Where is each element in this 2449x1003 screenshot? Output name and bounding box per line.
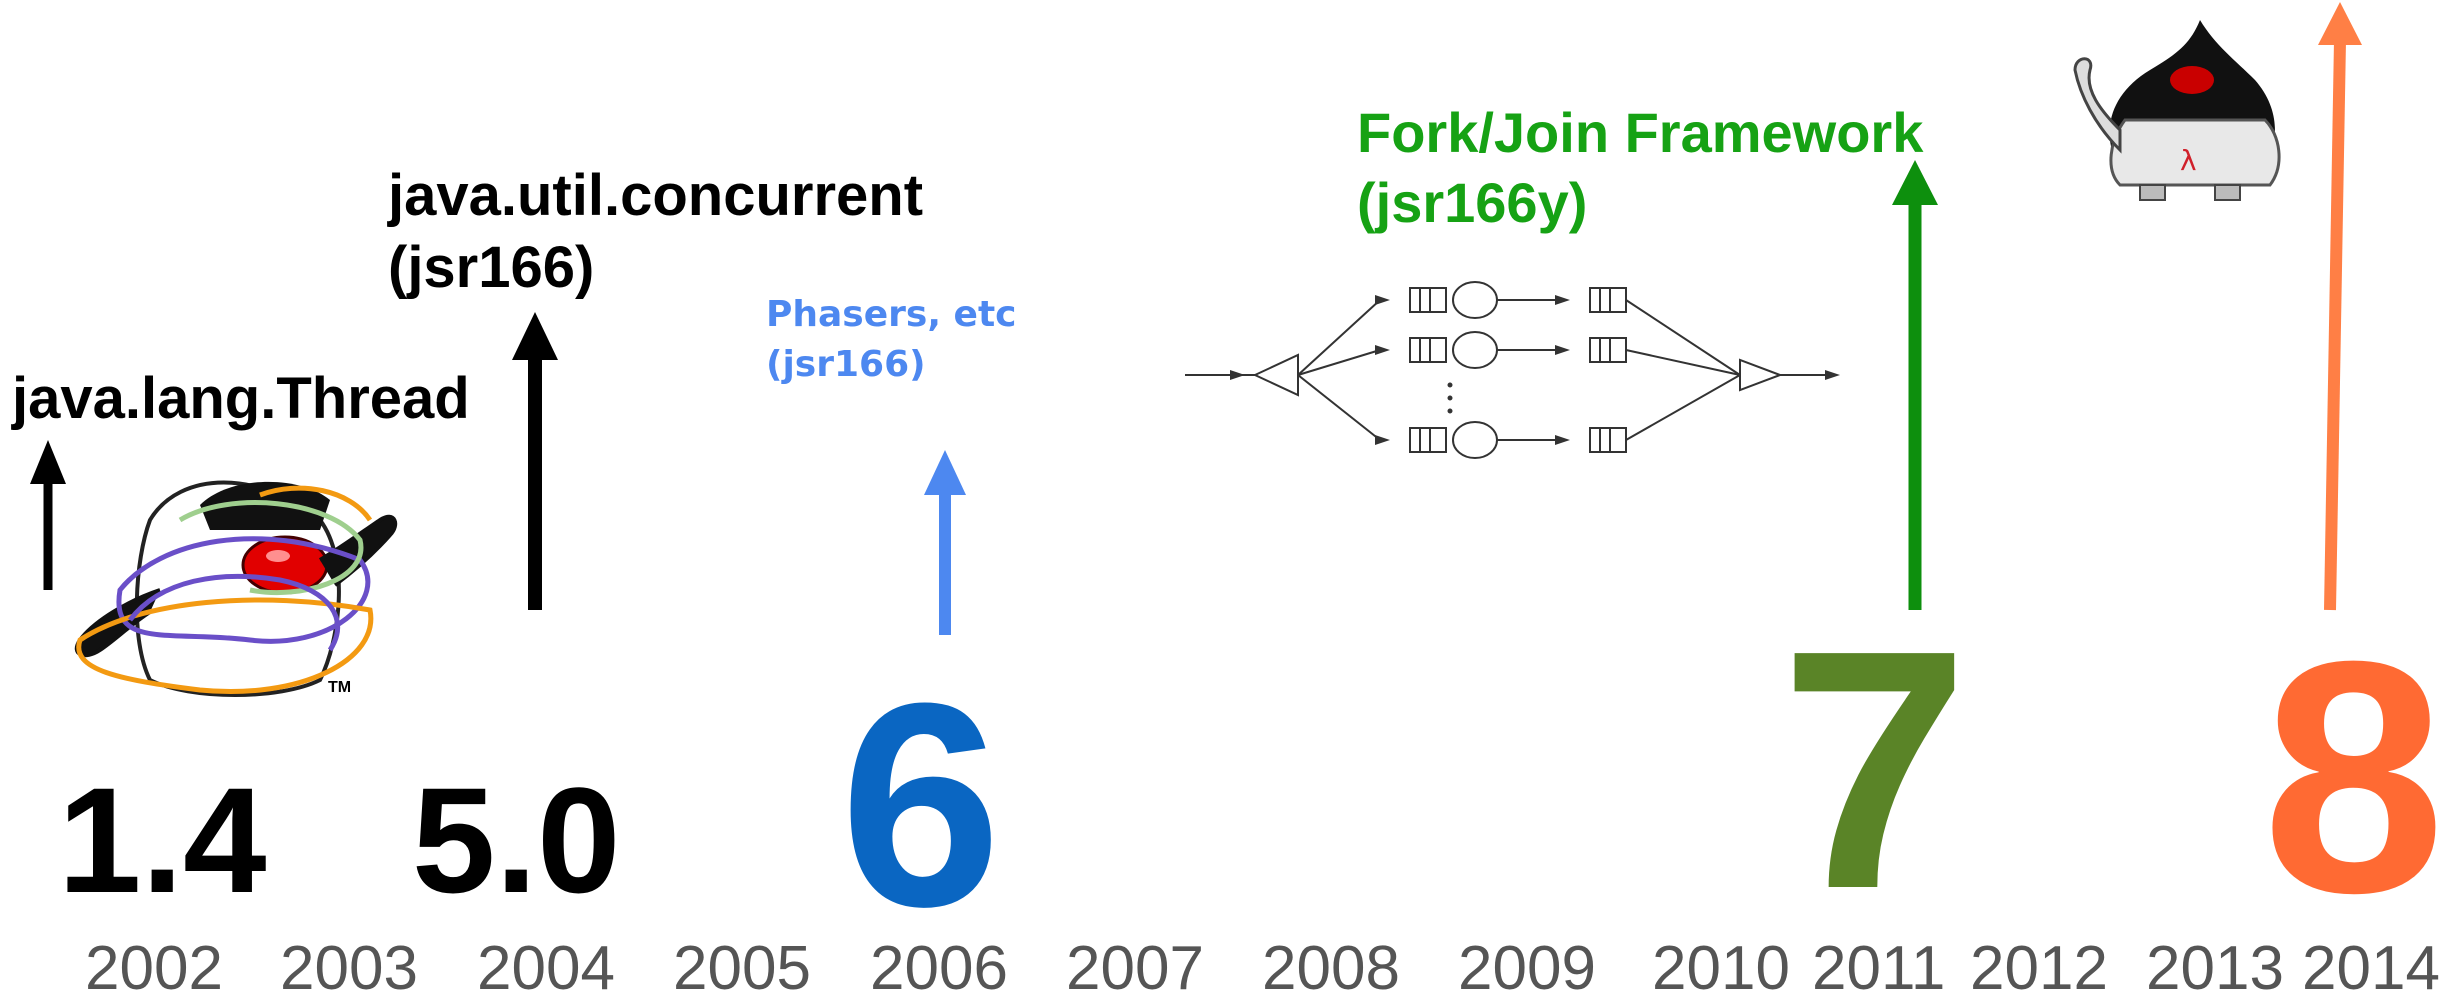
svg-text:λ: λ	[2180, 144, 2197, 177]
version-6: 6	[840, 643, 1002, 967]
year-2010: 2010	[1652, 934, 1790, 1003]
trademark-mark: TM	[328, 679, 351, 696]
concurrent-arrow	[512, 312, 558, 610]
year-2005: 2005	[673, 934, 811, 1003]
year-2014: 2014	[2302, 934, 2440, 1003]
thread-arrow	[30, 440, 66, 590]
year-2006: 2006	[870, 934, 1008, 1003]
fork-join-arrow	[1892, 160, 1938, 610]
phasers-label-line2: (jsr166)	[766, 344, 926, 385]
year-2013: 2013	[2146, 934, 2284, 1003]
version-1-4: 1.4	[58, 756, 267, 924]
year-2007: 2007	[1066, 934, 1204, 1003]
fork-join-label-line1: Fork/Join Framework	[1357, 101, 1924, 164]
year-2004: 2004	[477, 934, 615, 1003]
phasers-label: Phasers, etc (jsr166)	[766, 290, 1017, 390]
year-2012: 2012	[1970, 934, 2108, 1003]
concurrent-label-line2: (jsr166)	[388, 235, 595, 300]
java8-arrow	[2318, 2, 2362, 611]
concurrent-label: java.util.concurrent (jsr166)	[388, 160, 923, 304]
fork-join-label: Fork/Join Framework (jsr166y)	[1357, 98, 1923, 238]
thread-label: java.lang.Thread	[12, 366, 470, 431]
phasers-label-line1: Phasers, etc	[766, 294, 1017, 335]
version-5-0: 5.0	[412, 756, 621, 924]
version-7: 7	[1780, 580, 1970, 960]
year-2011: 2011	[1812, 934, 1946, 1003]
fork-join-label-line2: (jsr166y)	[1357, 171, 1588, 234]
year-2003: 2003	[280, 934, 418, 1003]
version-8: 8	[2262, 592, 2446, 961]
concurrent-label-line1: java.util.concurrent	[388, 163, 924, 228]
year-2002: 2002	[85, 934, 223, 1003]
phasers-arrow	[924, 450, 966, 635]
year-2008: 2008	[1262, 934, 1400, 1003]
year-2009: 2009	[1458, 934, 1596, 1003]
